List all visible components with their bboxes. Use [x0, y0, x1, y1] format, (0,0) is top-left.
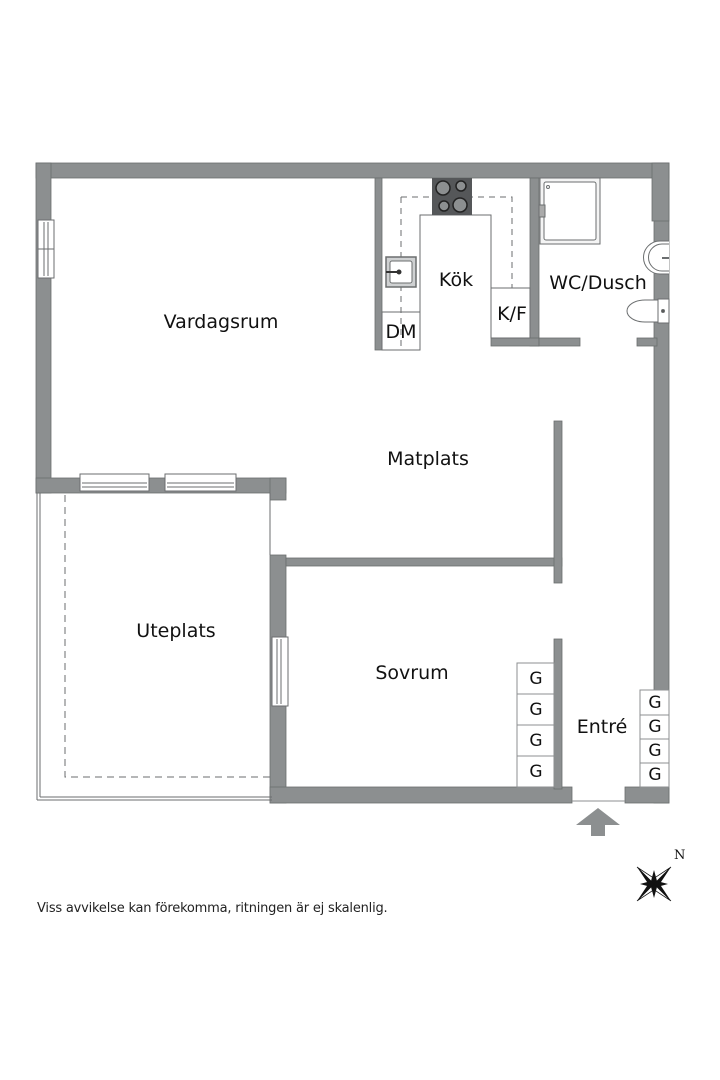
room-label-entrance: Entré	[576, 716, 628, 738]
room-label-bathroom: WC/Dusch	[549, 272, 647, 294]
wardrobe-label: G	[648, 765, 662, 785]
washbasin-icon	[643, 240, 669, 275]
shower-icon	[538, 177, 601, 245]
wardrobe-label: G	[529, 700, 543, 720]
room-label-living-room: Vardagsrum	[163, 311, 279, 333]
room-label-kitchen: Kök	[438, 269, 474, 291]
room-label-patio: Uteplats	[136, 620, 216, 642]
compass-icon	[636, 866, 672, 902]
entrance-wardrobes	[639, 689, 670, 788]
wardrobe-label: G	[648, 717, 662, 737]
sink-icon	[385, 256, 417, 288]
bedroom-wardrobes	[516, 662, 555, 788]
windows	[37, 219, 289, 707]
stove-icon	[432, 178, 472, 215]
dishwasher-label: DM	[385, 321, 417, 343]
wardrobe-label: G	[529, 762, 543, 782]
wardrobe-label: G	[529, 669, 543, 689]
room-label-bedroom: Sovrum	[375, 662, 449, 684]
wardrobe-label: G	[529, 731, 543, 751]
wardrobe-label: G	[648, 693, 662, 713]
fridge-freezer-label: K/F	[497, 303, 527, 325]
patio-outline	[36, 493, 272, 801]
disclaimer-text: Viss avvikelse kan förekomma, ritningen …	[37, 901, 388, 916]
entrance-arrow-icon	[576, 808, 620, 836]
compass-north-label: N	[674, 848, 686, 863]
wardrobe-label: G	[648, 741, 662, 761]
room-label-dining: Matplats	[387, 448, 469, 470]
toilet-icon	[626, 298, 670, 324]
